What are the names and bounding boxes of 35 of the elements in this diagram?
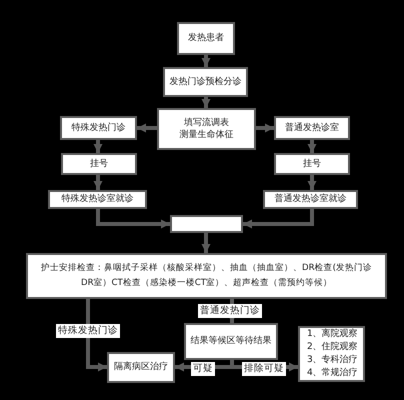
arrow [96, 209, 170, 228]
process-box: 隔离病区治疗 [107, 352, 175, 383]
arrow [94, 175, 102, 190]
step-text: 填写流调表 [184, 116, 229, 129]
list-item: 4、常规治疗 [307, 367, 358, 380]
process-box: 护士安排检查：鼻咽拭子采样（核酸采样室）、抽血（抽血室）、DR检查(发热门诊DR室）CT检查（感染楼一楼CT室）、超声检查（需预约等候） [26, 253, 387, 299]
arrow [202, 97, 210, 108]
step-text: 测量生命体征 [180, 129, 234, 142]
process-box: 普通发热诊室就诊 [263, 190, 358, 209]
process-box: 挂号 [61, 153, 137, 175]
list-item: 3、专科治疗 [307, 354, 358, 367]
process-box: 挂号 [274, 153, 350, 175]
edge-label: 可疑 [191, 362, 215, 376]
list-item: 2、住院观察 [307, 341, 358, 354]
process-box [298, 326, 365, 382]
process-box: 普通发热诊室 [274, 116, 350, 140]
arrow [308, 140, 316, 153]
arrow [202, 55, 210, 67]
process-box: 结果等候区等待结果 [184, 323, 278, 360]
edge-label: 普通发热门诊 [198, 304, 262, 318]
arrow [86, 299, 107, 372]
arrow [308, 175, 316, 190]
arrow [243, 209, 314, 228]
process-box: 特殊发热诊室就诊 [48, 190, 147, 209]
process-box: 发热患者 [177, 22, 235, 55]
arrow [202, 233, 210, 253]
edge-label: 特殊发热门诊 [56, 324, 120, 338]
process-box: 特殊发热门诊 [60, 116, 137, 140]
process-box [170, 215, 243, 233]
arrow [137, 124, 157, 132]
process-box: 发热门诊预检分诊 [163, 67, 248, 97]
arrow [256, 124, 274, 132]
process-box [157, 108, 256, 150]
arrow [94, 140, 102, 153]
list-item: 1、离院观察 [307, 328, 358, 341]
